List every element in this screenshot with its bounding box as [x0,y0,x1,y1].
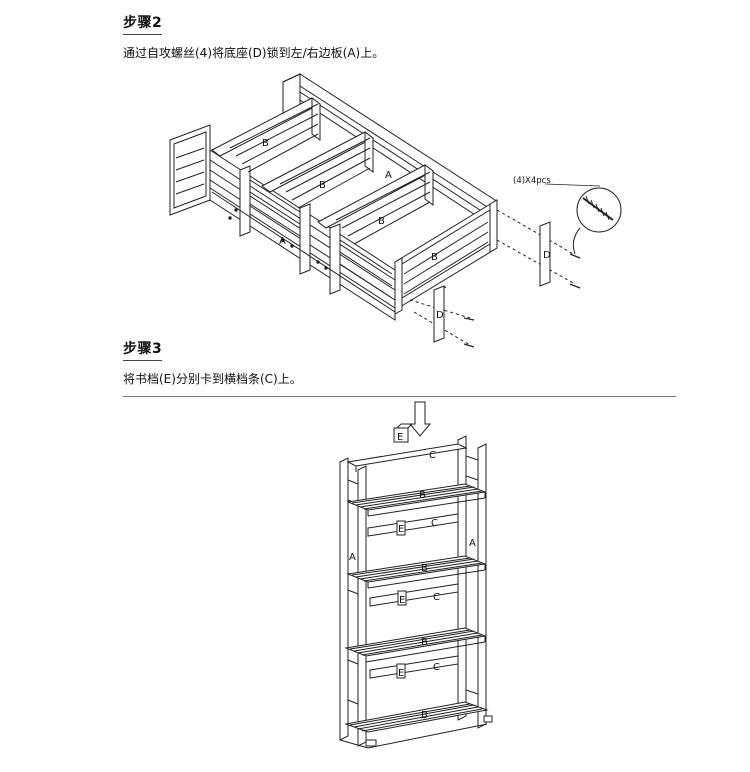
base-piece-d-right [539,221,551,287]
screw-magnifier [544,183,622,255]
label-a-1: A [385,170,392,181]
crossbar-3 [369,655,459,679]
right-side-frame [457,435,487,729]
step3-title: 步骤3 [123,338,163,361]
label-c-3: C [433,662,440,673]
step2-title: 步骤2 [123,12,163,35]
label-b-1: B [262,138,269,149]
screw-holes [228,208,328,270]
label-b-shelf-1: B [419,490,426,501]
label-c-top: C [429,450,436,461]
label-e-3: E [398,668,404,679]
label-c-1: C [431,518,438,529]
shelf-3 [344,627,487,663]
label-b-shelf-2: B [421,563,428,574]
shelf-frame-3 [317,164,434,245]
bookend-e-top [393,423,413,443]
label-a-left: A [349,552,356,563]
label-e-top: E [397,432,403,443]
label-b-shelf-4: B [421,710,428,721]
step3-instruction: 将书档(E)分别卡到横档条(C)上。 [123,372,302,386]
crossbar-2 [369,583,459,607]
shelf-frame-2 [261,131,374,209]
crossbar-1 [367,513,459,537]
screws [463,253,581,348]
shelf-4 [339,701,493,749]
screw-callout-label: (4)X4pcs [513,176,551,186]
shelf-frame-1 [211,97,321,173]
label-d-right: D [543,250,551,261]
step2-instruction: 通过自攻螺丝(4)将底座(D)锁到左/右边板(A)上。 [123,46,385,60]
label-d-front: D [436,310,444,321]
label-e-1: E [398,524,404,535]
shelf-2 [346,555,487,589]
top-crossbar [346,443,468,472]
base-piece-d-front [433,285,447,343]
label-b-3: B [378,216,385,227]
shelf-1 [346,483,487,517]
label-a-2: A [279,236,286,247]
right-end-panel [394,199,498,315]
label-b-shelf-3: B [421,637,428,648]
label-a-right: A [469,538,476,549]
label-c-2: C [433,592,440,603]
left-side-frame [339,457,367,747]
label-b-2: B [319,180,326,191]
label-b-4: B [431,252,438,263]
insert-arrow [408,401,432,437]
label-e-2: E [399,595,405,606]
section-divider [123,396,676,397]
